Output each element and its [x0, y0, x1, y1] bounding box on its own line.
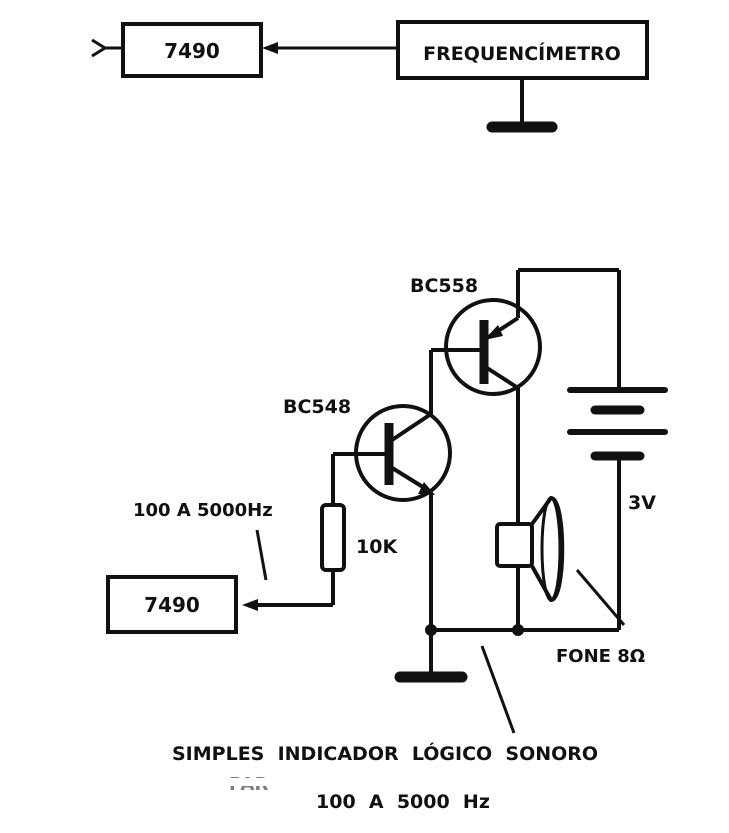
resistor-label: 10K — [356, 536, 398, 558]
counter-box-top — [121, 22, 263, 78]
bc558-emitter-arrow-icon — [484, 325, 503, 340]
top-block-diagram: 7490 FREQUENCÍMETRO — [91, 20, 649, 133]
figure-caption: SIMPLES INDICADOR LÓGICO SONORO PAR 100 … — [172, 741, 598, 813]
frequency-note-pointer — [255, 529, 268, 581]
frequency-note: 100 A 5000Hz — [133, 500, 273, 521]
caption-line-3: 100 A 5000 Hz — [316, 791, 490, 813]
counter-label-bottom: 7490 — [144, 593, 200, 617]
signal-arrow-icon — [262, 42, 278, 54]
speaker-label-pointer — [575, 569, 626, 626]
input-arrow-icon — [91, 38, 108, 58]
bc558-label: BC558 — [410, 275, 478, 297]
base-arrow-icon — [242, 599, 258, 611]
frequency-meter-label: FREQUENCÍMETRO — [423, 42, 621, 65]
resistor-10k — [320, 503, 346, 572]
bc548-emitter-arrow-icon — [418, 482, 435, 495]
battery-3v — [567, 387, 668, 461]
speaker-icon — [495, 495, 565, 603]
transistor-bc558 — [431, 270, 542, 525]
caption-pointer — [480, 645, 516, 734]
sound-indicator-circuit: BC558 BC548 10K 7490 100 A 5000Hz — [106, 268, 668, 734]
caption-line-1: SIMPLES INDICADOR LÓGICO SONORO — [172, 741, 598, 765]
bc548-label: BC548 — [283, 396, 351, 418]
battery-label: 3V — [628, 492, 656, 514]
counter-box-bottom — [106, 575, 238, 634]
scan-crop-mask — [200, 778, 320, 786]
counter-label-top: 7490 — [164, 39, 220, 63]
transistor-bc548 — [333, 350, 452, 630]
speaker-label: FONE 8Ω — [556, 646, 645, 667]
junction-dot — [512, 624, 524, 636]
